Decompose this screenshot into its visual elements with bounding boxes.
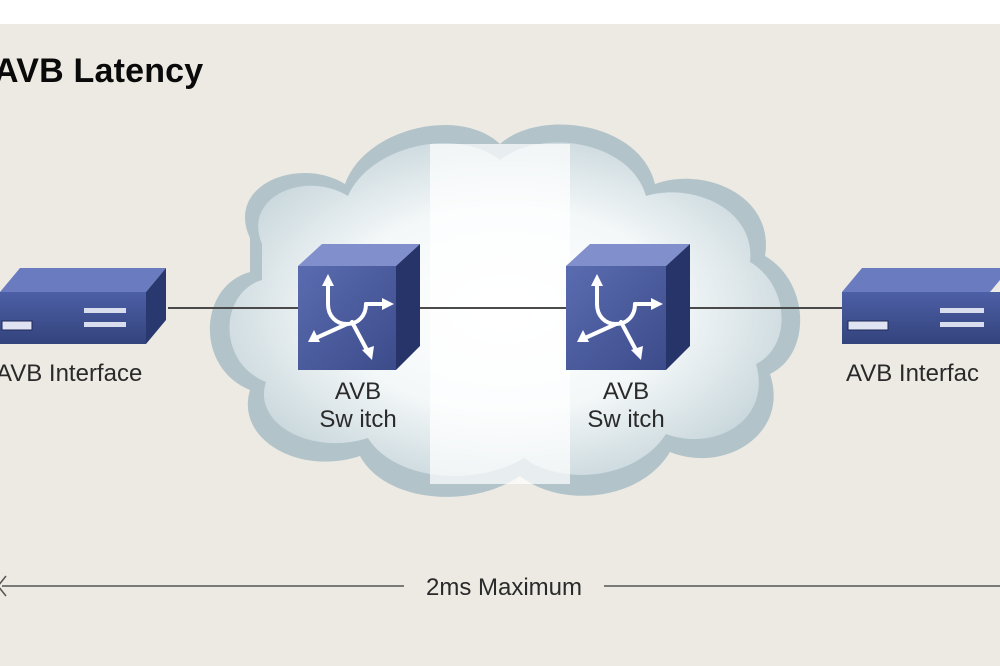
node-label-text: AVB Interface — [0, 360, 143, 387]
network-interface-icon — [842, 268, 1000, 344]
cloud-icon — [209, 124, 801, 497]
latency-measure-label: 2ms Maximum — [404, 574, 604, 602]
diagram-graphics — [0, 124, 1000, 597]
node-label-left-interface: AVB Interface — [0, 360, 142, 388]
diagram-canvas: AVB Latency AVB Interface AVB Sw itch AV… — [0, 24, 1000, 666]
node-label-line: Sw itch — [587, 406, 665, 433]
node-label-line: AVB — [334, 378, 382, 405]
node-label-line: Sw itch — [319, 406, 397, 433]
node-label-right-interface: AVB Interfac — [846, 360, 1000, 388]
diagram-title: AVB Latency — [0, 52, 204, 90]
network-switch-icon — [566, 244, 690, 370]
node-label-text: AVB Interfac — [846, 360, 979, 387]
node-label-switch-1: AVB Sw itch — [298, 378, 418, 434]
network-interface-icon — [0, 268, 166, 344]
network-switch-icon — [298, 244, 420, 370]
node-label-switch-2: AVB Sw itch — [566, 378, 686, 434]
node-label-line: AVB — [602, 378, 650, 405]
